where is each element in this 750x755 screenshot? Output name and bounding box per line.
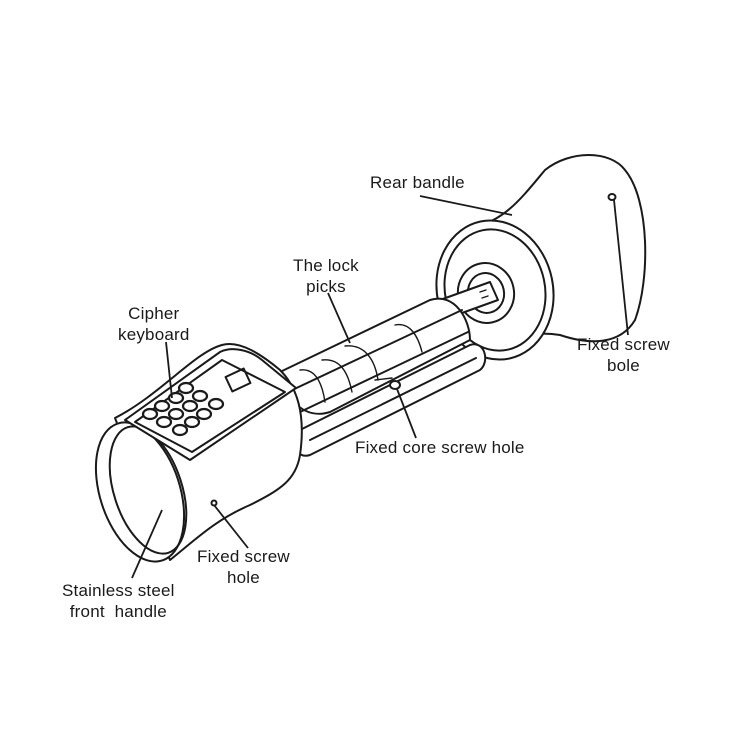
keypad-keys: [141, 381, 225, 437]
label-front-handle-line-1: Stainless steel: [62, 581, 175, 600]
cipher-keyboard-drawing: [124, 348, 297, 461]
label-fixed-screw-bole-line-1: Fixed screw: [577, 335, 670, 354]
label-cipher-keyboard: Cipher keyboard: [118, 303, 190, 345]
rear-screw-hole-icon: [607, 193, 617, 201]
label-lock-picks-line-2: picks: [306, 277, 346, 296]
label-fixed-screw-bole: Fixed screw bole: [577, 334, 670, 376]
label-fixed-screw-bole-line-2: bole: [606, 356, 640, 375]
label-fixed-core-screw-hole: Fixed core screw hole: [355, 437, 525, 458]
label-fixed-screw-hole-line-1: Fixed screw: [197, 547, 290, 566]
label-cipher-keyboard-line-2: keyboard: [118, 325, 190, 344]
label-front-handle: Stainless steel front handle: [62, 580, 175, 622]
label-front-handle-line-2: front handle: [69, 602, 167, 621]
label-fixed-core-screw-hole-line-1: Fixed core screw hole: [355, 438, 525, 457]
label-cipher-keyboard-line-1: Cipher: [128, 304, 180, 323]
label-lock-picks-line-1: The lock: [293, 256, 359, 275]
label-rear-handle: Rear bandle: [370, 172, 465, 193]
label-fixed-screw-hole: Fixed screw hole: [197, 546, 290, 588]
core-screw-hole-icon: [389, 380, 401, 390]
label-fixed-screw-hole-line-2: hole: [226, 568, 260, 587]
leader-lines: [131, 195, 629, 579]
cylinder-core-drawing: [279, 297, 487, 457]
label-rear-handle-line-1: Rear bandle: [370, 173, 465, 192]
label-lock-picks: The lock picks: [293, 255, 359, 297]
